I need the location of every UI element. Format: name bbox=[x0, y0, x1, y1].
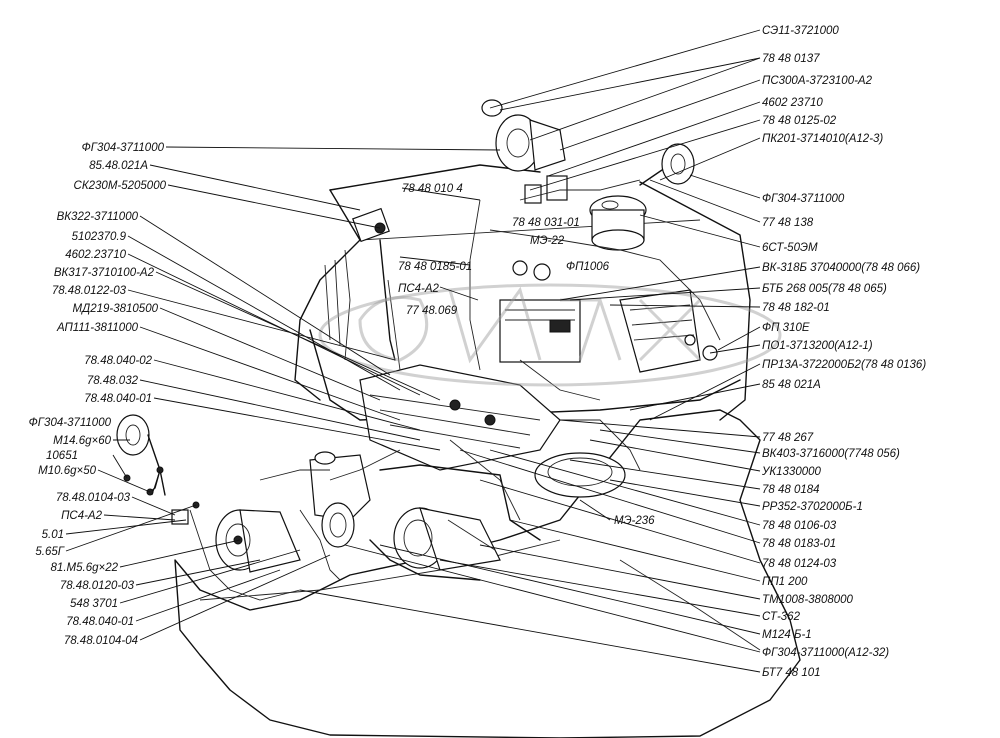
part-label: ВК-318Б 37040000(78 48 066) bbox=[762, 262, 920, 274]
part-label: М14.6g×60 bbox=[53, 435, 111, 447]
starter-shape bbox=[393, 507, 501, 571]
part-label: АП111-3811000 bbox=[56, 322, 139, 334]
part-label: 78 48 0183-01 bbox=[762, 538, 836, 550]
part-label: 4602 23710 bbox=[762, 97, 823, 109]
part-label: БТ7 48 101 bbox=[762, 667, 821, 679]
part-label: 78.48.040-02 bbox=[84, 355, 152, 367]
part-label: 5.01 bbox=[42, 529, 64, 541]
part-label: 6СТ-50ЭМ bbox=[762, 242, 818, 254]
part-label: ФГ304-3711000 bbox=[29, 417, 112, 429]
part-label: 5.65Г bbox=[35, 546, 64, 558]
right-horn-shape bbox=[639, 143, 695, 186]
part-label: 78.48.040-01 bbox=[66, 616, 134, 628]
engine-sketch bbox=[116, 99, 801, 738]
part-label: 78 48 010 4 bbox=[402, 183, 463, 195]
part-label: ВК322-3711000 bbox=[57, 211, 139, 223]
left-horn-shape bbox=[116, 414, 150, 456]
part-label: 77 48 267 bbox=[762, 432, 814, 444]
part-label: 81.М5.6g×22 bbox=[51, 562, 119, 574]
engine-top-shape bbox=[359, 364, 561, 471]
part-label: ФГ304-3711000(А12-32) bbox=[762, 647, 889, 659]
part-label: 78 48 031-01 bbox=[512, 217, 580, 229]
part-label: 548 3701 bbox=[70, 598, 118, 610]
part-label: ТМ1008-3808000 bbox=[762, 594, 854, 606]
part-label: 78 48 0184 bbox=[762, 484, 820, 496]
part-label: 10651 bbox=[46, 450, 78, 462]
part-label: ФГ304-3711000 bbox=[762, 193, 845, 205]
part-label: ПП1 200 bbox=[762, 576, 808, 588]
part-label: СК230М-5205000 bbox=[74, 180, 167, 192]
part-label: РР352-3702000Б-1 bbox=[762, 501, 863, 513]
leader-lines bbox=[65, 29, 761, 673]
part-label: М124 Б-1 bbox=[762, 629, 812, 641]
part-label: ФП 310Е bbox=[762, 322, 810, 334]
part-label: ПС4-А2 bbox=[398, 283, 440, 295]
part-label: 78.48.0104-03 bbox=[56, 492, 131, 504]
part-label: 78 48 0125-02 bbox=[762, 115, 837, 127]
part-label: 78.48.0120-03 bbox=[60, 580, 135, 592]
part-label: МЭ-236 bbox=[614, 515, 655, 527]
part-label: СТ-362 bbox=[762, 611, 801, 623]
part-label: 78 48 0124-03 bbox=[762, 558, 837, 570]
part-label: ПК201-3714010(А12-3) bbox=[762, 133, 883, 145]
part-label: 85.48.021А bbox=[89, 160, 148, 172]
part-label: МД219-3810500 bbox=[73, 303, 159, 315]
part-label: СЭ11-3721000 bbox=[762, 25, 839, 37]
left-labels: ФГ304-3711000 85.48.021А СК230М-5205000 … bbox=[29, 142, 167, 647]
part-label: ПС300А-3723100-А2 bbox=[762, 75, 873, 87]
part-label: 78.48.0122-03 bbox=[52, 285, 127, 297]
part-label: ПС4-А2 bbox=[61, 510, 103, 522]
part-label: 4602.23710 bbox=[65, 249, 126, 261]
part-label: УК1330000 bbox=[761, 466, 822, 478]
right-labels: СЭ11-3721000 78 48 0137 ПС300А-3723100-А… bbox=[761, 25, 926, 679]
part-label: 5102370.9 bbox=[72, 231, 127, 243]
part-label: ФП1006 bbox=[566, 261, 610, 273]
part-label: ВК317-3710100-А2 bbox=[54, 267, 155, 279]
part-label: 78 48 0137 bbox=[762, 53, 820, 65]
part-label: ВК403-3716000(7748 056) bbox=[762, 448, 900, 460]
part-label: 78 48 0106-03 bbox=[762, 520, 837, 532]
inner-labels: 78 48 010 4 78 48 031-01 МЭ-22 78 48 018… bbox=[398, 183, 655, 527]
part-label: 78.48.032 bbox=[87, 375, 139, 387]
part-label: 78 48 182-01 bbox=[762, 302, 830, 314]
part-label: 78 48 0185-01 bbox=[398, 261, 472, 273]
part-label: М10.6g×50 bbox=[38, 465, 96, 477]
part-label: 77 48 138 bbox=[762, 217, 814, 229]
part-label: 85 48 021А bbox=[762, 379, 821, 391]
top-horn-shape bbox=[495, 114, 566, 172]
part-label: ФГ304-3711000 bbox=[82, 142, 165, 154]
part-label: ПО1-3713200(А12-1) bbox=[762, 340, 873, 352]
part-label: 78.48.0104-04 bbox=[64, 635, 138, 647]
part-label: 78.48.040-01 bbox=[84, 393, 152, 405]
part-label: МЭ-22 bbox=[530, 235, 565, 247]
part-label: БТБ 268 005(78 48 065) bbox=[762, 283, 887, 295]
part-label: 77 48.069 bbox=[406, 305, 458, 317]
part-label: ПР13А-3722000Б2(78 48 0136) bbox=[762, 359, 926, 371]
